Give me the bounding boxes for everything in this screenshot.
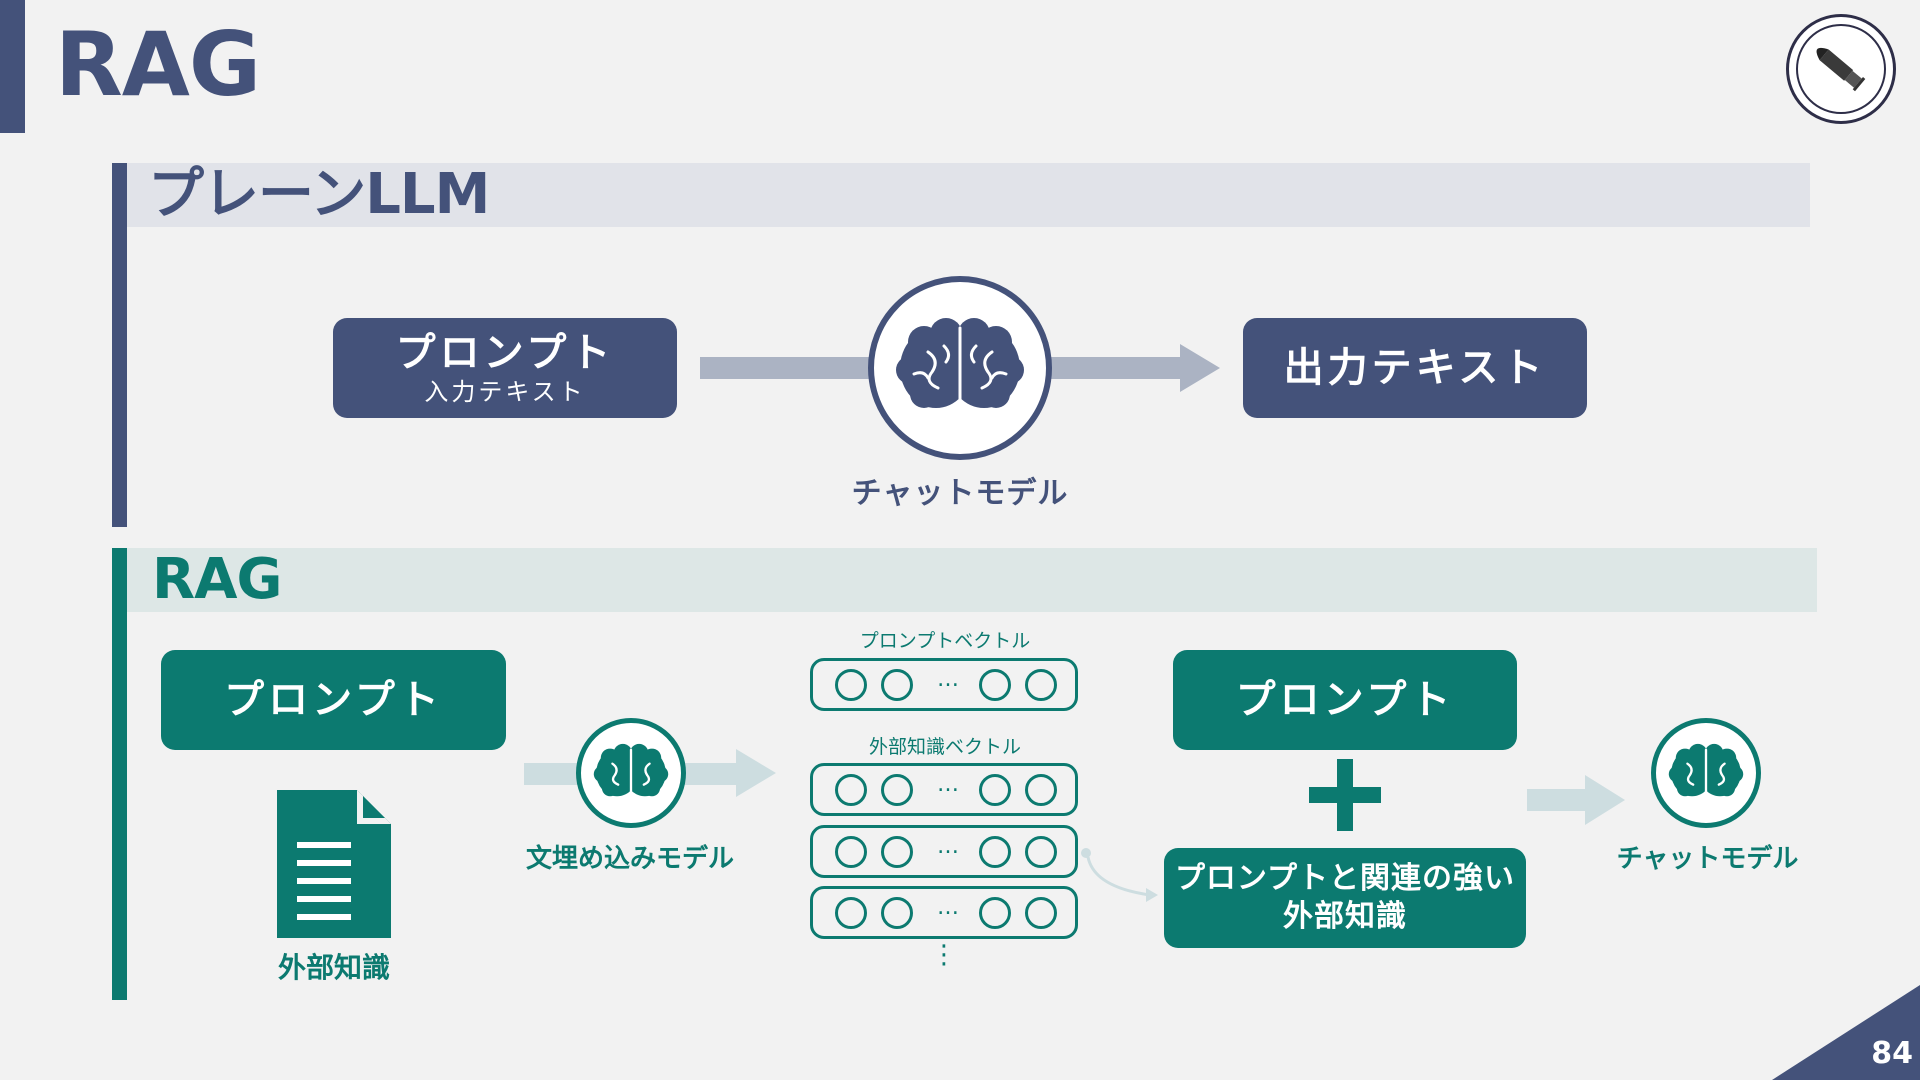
bullet-logo-icon bbox=[1786, 14, 1896, 124]
rag-embedding-model-label: 文埋め込みモデル bbox=[525, 844, 734, 874]
rag-embedding-brain-circle bbox=[576, 718, 686, 828]
vector-ellipsis: … bbox=[937, 895, 959, 920]
rag-chat-brain-circle bbox=[1651, 718, 1761, 828]
brain-icon bbox=[896, 318, 1024, 410]
rag-section-band bbox=[127, 548, 1817, 612]
vector-element bbox=[881, 669, 913, 701]
vector-element bbox=[881, 774, 913, 806]
vector-element bbox=[979, 669, 1011, 701]
rag-right-prompt-box: プロンプト bbox=[1173, 650, 1517, 750]
plain-llm-section-title: プレーンLLM bbox=[148, 162, 490, 227]
related-knowledge-box: プロンプトと関連の強い 外部知識 bbox=[1164, 848, 1526, 948]
vector-element bbox=[979, 836, 1011, 868]
rag-right-prompt-label: プロンプト bbox=[1235, 677, 1455, 723]
vector-element bbox=[1025, 774, 1057, 806]
more-vectors-ellipsis: ⋮ bbox=[931, 940, 957, 970]
knowledge-vector-row: … bbox=[810, 825, 1078, 878]
vector-element bbox=[1025, 669, 1057, 701]
vector-element bbox=[881, 836, 913, 868]
title-accent-bar bbox=[0, 0, 25, 133]
vector-element bbox=[1025, 897, 1057, 929]
plain-llm-output-label: 出力テキスト bbox=[1283, 345, 1547, 391]
vector-element bbox=[835, 669, 867, 701]
vector-element bbox=[979, 897, 1011, 929]
page-number-corner bbox=[1772, 985, 1920, 1080]
vector-element bbox=[881, 897, 913, 929]
retrieval-arrow-icon bbox=[1081, 848, 1158, 902]
vector-element bbox=[1025, 836, 1057, 868]
brain-icon bbox=[593, 743, 669, 798]
rag-prompt-label: プロンプト bbox=[224, 677, 443, 723]
knowledge-vector-label: 外部知識ベクトル bbox=[868, 736, 1021, 758]
related-knowledge-line1: プロンプトと関連の強い bbox=[1174, 861, 1516, 896]
knowledge-vector-row: … bbox=[810, 886, 1078, 939]
related-knowledge-line2: 外部知識 bbox=[1283, 899, 1407, 934]
rag-prompt-box: プロンプト bbox=[161, 650, 506, 750]
vector-element bbox=[979, 774, 1011, 806]
rag-section-title: RAG bbox=[152, 547, 282, 612]
rag-output-arrow-icon bbox=[1527, 775, 1625, 825]
rag-document-label: 外部知識 bbox=[277, 951, 390, 984]
vector-ellipsis: … bbox=[937, 834, 959, 859]
plain-llm-section-bar bbox=[112, 163, 127, 527]
plain-llm-output-box: 出力テキスト bbox=[1243, 318, 1587, 418]
rag-section-bar bbox=[112, 548, 127, 1000]
vector-element bbox=[835, 836, 867, 868]
prompt-vector-label: プロンプトベクトル bbox=[859, 630, 1031, 652]
vector-element bbox=[835, 774, 867, 806]
plain-llm-prompt-sublabel: 入力テキスト bbox=[424, 378, 586, 406]
plus-icon bbox=[1305, 755, 1385, 835]
plain-llm-section-band bbox=[127, 163, 1810, 227]
plain-llm-model-label: チャットモデル bbox=[851, 476, 1069, 511]
vector-ellipsis: … bbox=[937, 772, 959, 797]
page-number: 84 bbox=[1871, 1036, 1913, 1071]
vector-element bbox=[835, 897, 867, 929]
knowledge-vector-row: … bbox=[810, 763, 1078, 816]
page-title: RAG bbox=[55, 13, 261, 116]
plain-llm-prompt-label: プロンプト bbox=[395, 330, 615, 376]
document-icon bbox=[277, 790, 391, 938]
prompt-vector-row: … bbox=[810, 658, 1078, 711]
plain-llm-prompt-box: プロンプト 入力テキスト bbox=[333, 318, 677, 418]
plain-llm-brain-circle bbox=[868, 276, 1052, 460]
brain-icon bbox=[1668, 743, 1744, 798]
rag-chat-model-label: チャットモデル bbox=[1616, 844, 1799, 874]
vector-ellipsis: … bbox=[937, 667, 959, 692]
